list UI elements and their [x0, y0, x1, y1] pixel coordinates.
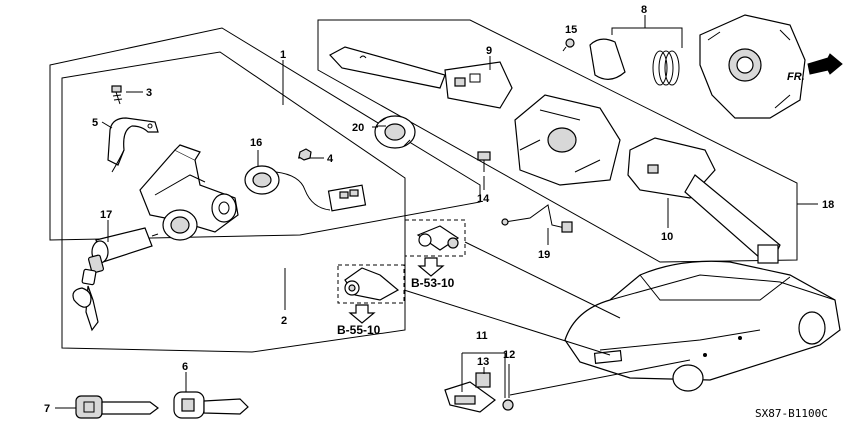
callout-11: 11: [476, 330, 488, 342]
callout-13: 13: [477, 356, 489, 368]
front-label: FR.: [787, 71, 805, 83]
callout-19: 19: [538, 249, 550, 261]
screw-part-4: [298, 148, 312, 161]
spring-set-part-8: [589, 38, 680, 86]
vehicle-silhouette: [564, 260, 841, 392]
callout-12: 12: [503, 349, 515, 361]
callout-17: 17: [100, 209, 112, 221]
master-key-part-7: [75, 395, 159, 419]
key-cylinder-part-17: [72, 227, 159, 332]
bolt-part-12: [502, 399, 514, 411]
combination-switch-lever-part-9: [329, 46, 513, 109]
callout-18: 18: [822, 199, 834, 211]
front-direction-arrow: [807, 53, 843, 75]
steering-column-housing: [699, 14, 806, 119]
callout-2: 2: [281, 315, 287, 327]
callout-1: 1: [280, 49, 286, 61]
assembly-1-frame: [49, 27, 481, 241]
cable-reel-part-20: [374, 115, 416, 149]
callout-3: 3: [146, 87, 152, 99]
callout-16: 16: [250, 137, 262, 149]
arrow-to-b-55-10: [348, 304, 376, 324]
combination-switch-lever-part-10: [627, 137, 781, 264]
door-lock-cylinder-box: [404, 219, 466, 257]
callout-5: 5: [92, 117, 98, 129]
reference-b-53-10: B-53-10: [411, 276, 455, 290]
combination-switch-body: [514, 94, 621, 186]
trunk-lock-assembly-part-11: [444, 381, 496, 413]
assembly-2-frame: [61, 51, 406, 353]
door-lock-cylinder: [416, 225, 460, 251]
screw-part-14: [477, 151, 491, 172]
callout-9: 9: [486, 45, 492, 57]
trunk-lock-cylinder-box: [337, 264, 405, 304]
sub-key-part-6: [173, 391, 249, 419]
bolt-part-3: [111, 85, 123, 105]
callout-8: 8: [641, 4, 647, 16]
callout-4: 4: [327, 153, 334, 165]
callout-14: 14: [477, 193, 490, 205]
assembly-18-frame: [317, 19, 798, 263]
callout-10: 10: [661, 231, 673, 243]
diagram-code: SX87-B1100C: [755, 407, 828, 420]
callout-15: 15: [565, 24, 577, 36]
steering-lock-body: [139, 144, 239, 241]
reference-b-55-10: B-55-10: [337, 323, 381, 337]
trunk-lock-cylinder-part-13: [475, 372, 491, 388]
ignition-switch-part-16: [244, 165, 367, 212]
callout-20: 20: [352, 122, 364, 134]
callout-7: 7: [44, 403, 50, 415]
trunk-lock-cylinder: [344, 267, 400, 301]
arrow-to-b-53-10: [417, 257, 445, 277]
harness-part-19: [501, 204, 573, 233]
bracket-part-5: [107, 117, 159, 173]
screw-part-15: [562, 38, 575, 52]
callout-6: 6: [182, 361, 188, 373]
